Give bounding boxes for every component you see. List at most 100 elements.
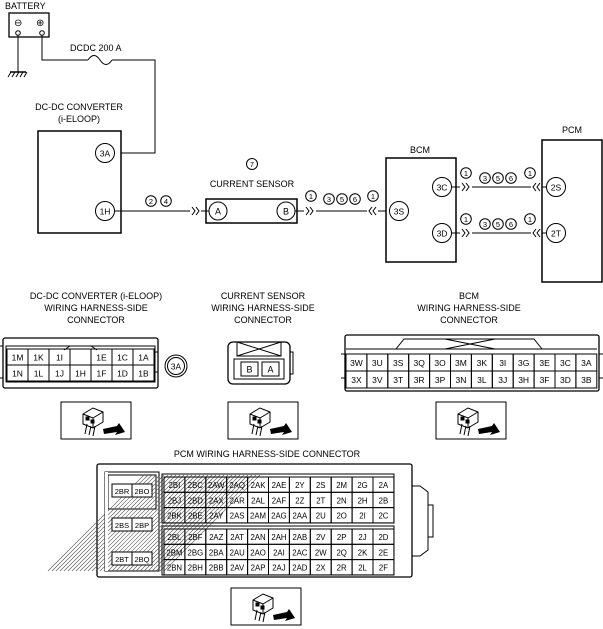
- dcdc-title-2: (i-ELOOP): [58, 114, 100, 124]
- bcm-terminal-label: 3J: [498, 375, 507, 385]
- pcm-terminal-label: 2AW: [208, 481, 225, 490]
- view-direction-icon-sensor: [227, 401, 299, 440]
- dcdc-terminal-label: 1J: [55, 369, 64, 379]
- pcm-terminal-label: 2AJ: [272, 564, 286, 573]
- bcm-terminal-label: 3U: [372, 358, 383, 368]
- fuse-label: DCDC 200 A: [70, 43, 122, 53]
- pcm-terminal-label: 2F: [379, 564, 388, 573]
- pcm-terminal-label: 2S: [316, 481, 326, 490]
- bcm-terminal-label: 3C: [560, 358, 571, 368]
- dcdc-terminal-label: 1I: [56, 353, 63, 363]
- sensor-pin-a: A: [215, 207, 221, 217]
- bcm-pin-3s: 3S: [394, 207, 405, 217]
- pcm-terminal-label: 2BK: [167, 512, 183, 521]
- pcm-terminal-label: 2BP: [135, 521, 149, 530]
- pcm-terminal-label: 2AS: [230, 512, 245, 521]
- dcdc-connector-title-1: DC-DC CONVERTER (i-ELOOP): [30, 291, 162, 301]
- pcm-terminal-label: 2AZ: [209, 533, 224, 542]
- note-5-d: 5: [496, 174, 500, 183]
- note-1-b: 1: [309, 192, 313, 201]
- battery-label: BATTERY: [5, 1, 46, 11]
- dcdc-terminal-label: 1L: [34, 369, 44, 379]
- pcm-terminal-label: 2AD: [292, 564, 308, 573]
- pcm-terminal-label: 2AE: [272, 481, 287, 490]
- current-sensor-label: CURRENT SENSOR: [210, 179, 295, 189]
- pcm-terminal-label: 2H: [358, 496, 368, 505]
- battery-positive-wire: [41, 35, 88, 61]
- pcm-terminal-label: 2AN: [250, 533, 265, 542]
- pcm-terminal-label: 2J: [358, 533, 366, 542]
- note-1-g: 1: [528, 215, 532, 224]
- sensor-note-7-label: 7: [250, 160, 254, 169]
- bcm-terminal-label: 3L: [477, 375, 487, 385]
- bcm-terminal-label: 3O: [434, 358, 446, 368]
- pcm-terminal-label: 2R: [337, 564, 347, 573]
- note-3-f: 3: [483, 220, 487, 229]
- note-5-f: 5: [496, 220, 500, 229]
- bcm-connector-title-2: WIRING HARNESS-SIDE: [417, 303, 521, 313]
- note-4-a: 4: [164, 197, 168, 206]
- battery-minus-symbol: ⊖: [14, 18, 22, 29]
- pcm-terminal-label: 2BD: [188, 496, 204, 505]
- pcm-terminal-cell: [372, 559, 395, 576]
- pcm-terminal-label: 2AY: [209, 512, 224, 521]
- pcm-terminal-label: 2BJ: [168, 496, 182, 505]
- bcm-terminal-label: 3M: [455, 358, 467, 368]
- bcm-terminal-label: 3G: [518, 358, 529, 368]
- pcm-terminal-label: 2AI: [273, 548, 285, 557]
- bcm-terminal-label: 3N: [456, 375, 467, 385]
- note-6-f: 6: [509, 220, 513, 229]
- pcm-terminal-label: 2BQ: [134, 555, 149, 564]
- dcdc-terminal-label: 1K: [33, 353, 44, 363]
- pcm-terminal-label: 2AP: [251, 564, 266, 573]
- pcm-terminal-label: 2AL: [251, 496, 266, 505]
- pcm-terminal-label: 2W: [315, 548, 327, 557]
- bcm-terminal-label: 3T: [393, 375, 403, 385]
- note-3-d: 3: [483, 174, 487, 183]
- note-6-d: 6: [509, 174, 513, 183]
- pcm-terminal-label: 2AG: [271, 512, 287, 521]
- pcm-terminal-label: 2AU: [230, 548, 246, 557]
- note-2-a: 2: [149, 197, 153, 206]
- pcm-terminal-label: 2I: [359, 512, 366, 521]
- pcm-terminal-label: 2BC: [188, 481, 204, 490]
- ground-symbol: [7, 35, 28, 78]
- pcm-terminal-label: 2BB: [209, 564, 224, 573]
- dcdc-connector-title-3: CONNECTOR: [67, 315, 125, 325]
- note-1-e: 1: [528, 169, 532, 178]
- pcm-terminal-label: 2U: [316, 512, 326, 521]
- view-direction-icon-pcm: [230, 587, 302, 626]
- pcm-terminal-label: 2BO: [134, 487, 149, 496]
- dcdc-terminal-label: 1E: [96, 353, 107, 363]
- pcm-terminal-label: 2B: [379, 496, 389, 505]
- note-1-c: 1: [371, 192, 375, 201]
- pcm-terminal-label: 2X: [316, 564, 326, 573]
- pcm-terminal-label: 2BE: [188, 512, 203, 521]
- pcm-label: PCM: [562, 125, 582, 135]
- bcm-terminal-label: 3D: [560, 375, 571, 385]
- pcm-terminal-label: 2AA: [292, 512, 308, 521]
- sensor-connector-title-3: CONNECTOR: [234, 315, 292, 325]
- bcm-terminal-label: 3W: [350, 358, 363, 368]
- dcdc-pin-1h: 1H: [100, 207, 111, 217]
- pcm-terminal-label: 2L: [358, 564, 367, 573]
- sensor-connector-title-2: WIRING HARNESS-SIDE: [211, 303, 315, 313]
- bcm-pin-3c: 3C: [437, 183, 448, 193]
- note-1-f: 1: [464, 215, 468, 224]
- dcdc-pin-3a: 3A: [100, 149, 111, 159]
- dcdc-terminal-label: 1C: [117, 353, 128, 363]
- dcdc-terminal-cell: [132, 364, 155, 382]
- bcm-terminal-label: 3E: [539, 358, 550, 368]
- fuse-symbol: [87, 55, 113, 65]
- bcm-terminal-label: 3R: [414, 375, 425, 385]
- fuse-to-dcdc-wire: [112, 59, 156, 154]
- bcm-terminal-label: 3H: [518, 375, 529, 385]
- pcm-terminal-cell: [372, 507, 395, 524]
- pcm-terminal-label: 2N: [337, 496, 347, 505]
- pcm-terminal-label: 2Q: [336, 548, 346, 557]
- bcm-terminal-label: 3Q: [413, 358, 425, 368]
- sensor-pin-b: B: [283, 207, 289, 217]
- bcm-terminal-label: 3P: [435, 375, 446, 385]
